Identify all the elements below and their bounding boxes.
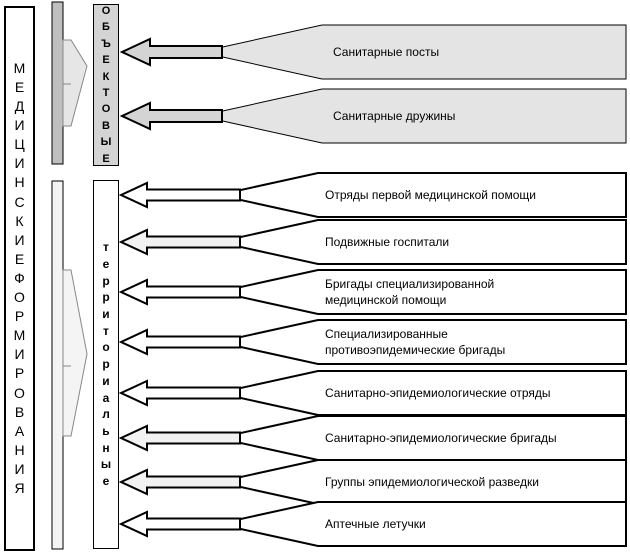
- territorial-item-label: Бригады специализированной медицинской п…: [325, 277, 495, 307]
- object-item-callout: [199, 24, 627, 80]
- territorial-item-callout: [217, 501, 627, 547]
- territorial-item-label: Санитарно-эпидемиологические отряды: [325, 386, 551, 400]
- territorial-item-callout: [217, 459, 627, 505]
- territorial-group-connector: [51, 180, 88, 550]
- main-category-label: МЕДИЦИНСКИЕ ФОРМИРОВАНИЯ: [4, 6, 35, 551]
- territorial-item-callout: [217, 269, 627, 315]
- territorial-item-callout: [217, 219, 627, 265]
- territorial-item-arrow: [118, 228, 241, 256]
- territorial-item-label: Отряды первой медицинской помощи: [325, 188, 536, 202]
- territorial-item-label: Специализированные противоэпидемические …: [325, 327, 506, 357]
- territorial-item-callout: [217, 319, 627, 365]
- object-item-arrow: [119, 37, 223, 67]
- territorial-item-label: Санитарно-эпидемиологические бригады: [325, 431, 557, 445]
- object-item-arrow: [119, 101, 223, 131]
- territorial-item-callout: [217, 370, 627, 416]
- territorial-item-label: Аптечные летучки: [325, 517, 426, 531]
- territorial-item-arrow: [118, 468, 241, 496]
- territorial-item-arrow: [118, 181, 241, 209]
- territorial-item-arrow: [118, 379, 241, 407]
- territorial-category-label: территориальные: [93, 180, 119, 549]
- territorial-item-label: Подвижные госпитали: [325, 235, 450, 249]
- object-group-connector: [51, 1, 88, 165]
- object-category-label: ОБЪЕКТОВЫЕ: [93, 4, 119, 166]
- object-item-callout: [199, 88, 627, 144]
- object-item-label: Санитарные посты: [333, 45, 440, 59]
- territorial-item-label: Группы эпидемиологической разведки: [325, 475, 539, 489]
- territorial-item-callout: [217, 415, 627, 461]
- territorial-items: [118, 172, 627, 547]
- object-item-label: Санитарные дружины: [333, 109, 456, 123]
- territorial-item-arrow: [118, 328, 241, 356]
- object-items: [119, 24, 627, 144]
- territorial-item-arrow: [118, 278, 241, 306]
- territorial-item-arrow: [118, 510, 241, 538]
- territorial-item-arrow: [118, 424, 241, 452]
- territorial-item-callout: [217, 172, 627, 218]
